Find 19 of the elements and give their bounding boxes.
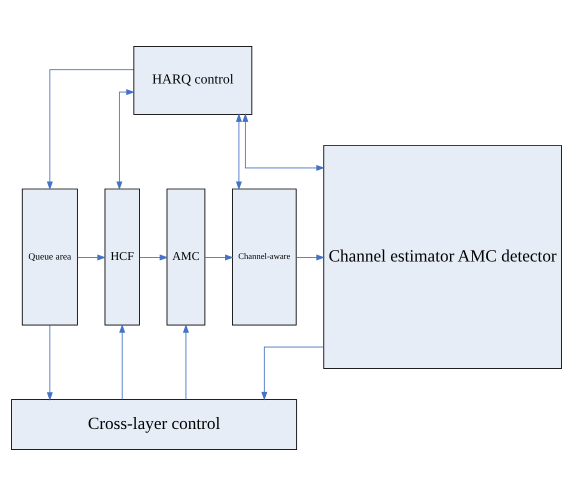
arrow <box>236 112 242 190</box>
arrow <box>296 254 325 260</box>
node-box: HARQ control <box>133 46 252 114</box>
node-box: Channel-aware <box>232 188 297 326</box>
arrow <box>46 324 53 400</box>
node-box: AMC <box>166 188 206 326</box>
arrow <box>46 68 134 190</box>
arrow <box>77 254 106 260</box>
node-box: Channel estimator AMC detector <box>323 144 562 369</box>
node-box: Cross-layer control <box>11 398 298 450</box>
arrow <box>261 346 324 400</box>
node-box: HCF <box>104 188 140 326</box>
arrow <box>242 112 325 170</box>
arrow <box>119 324 126 400</box>
arrow <box>139 254 168 260</box>
arrow <box>116 88 135 190</box>
arrow <box>182 324 189 400</box>
arrow <box>204 254 234 260</box>
node-box: Queue area <box>22 188 78 326</box>
